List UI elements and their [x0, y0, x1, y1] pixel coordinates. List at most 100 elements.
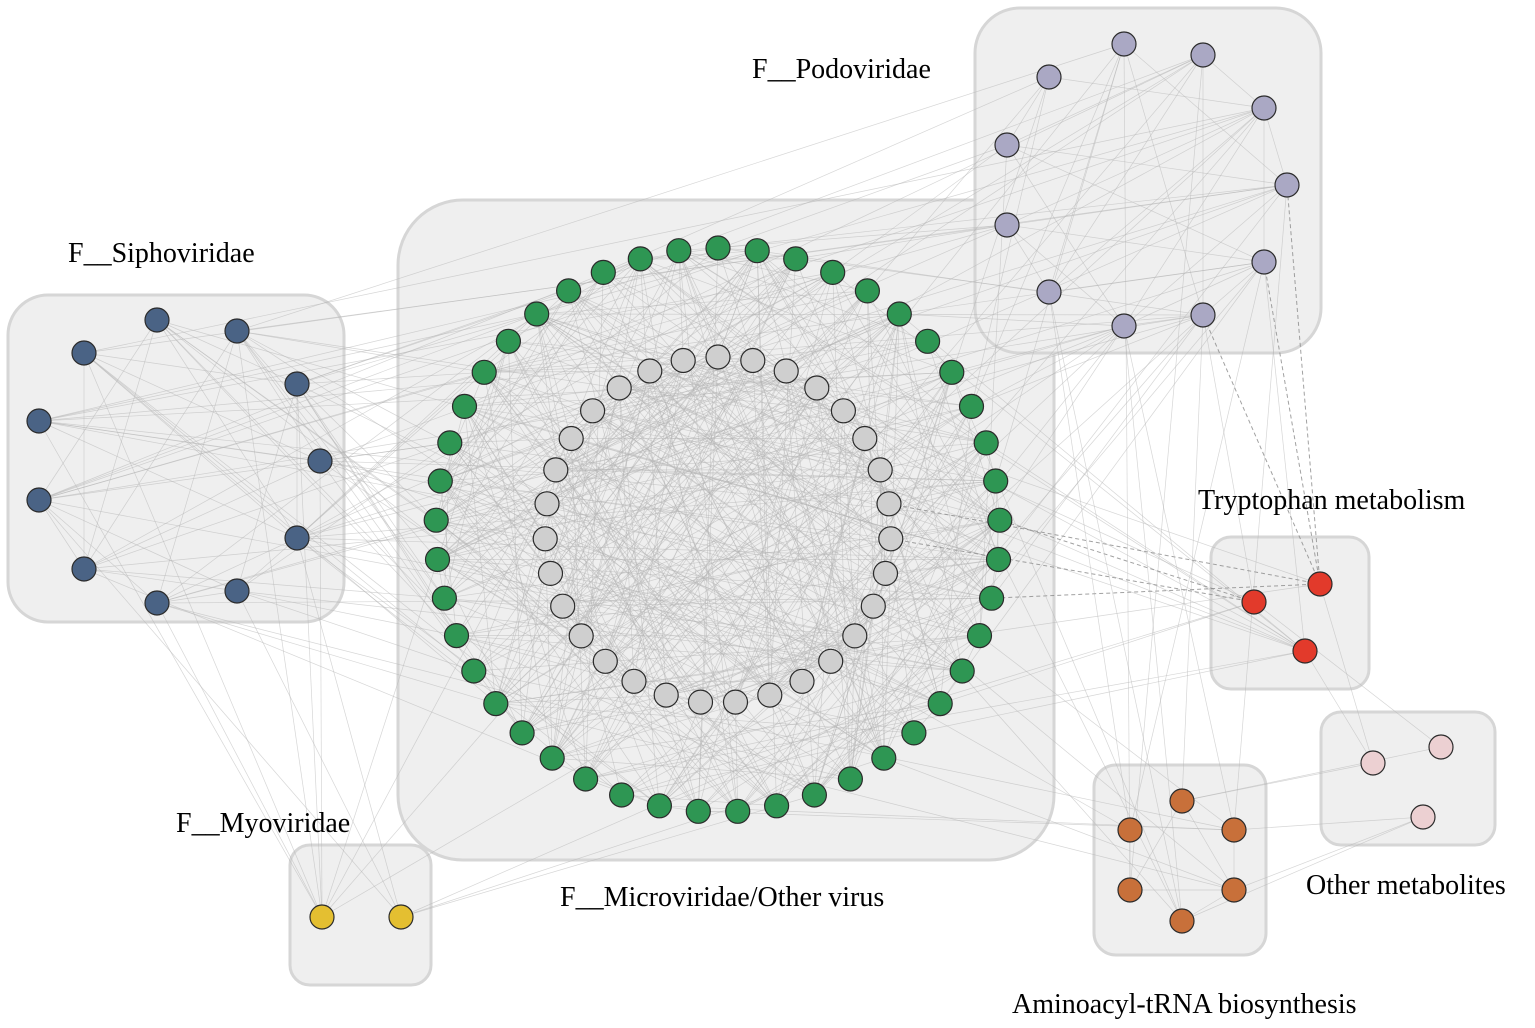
other-virus-node [537, 560, 564, 587]
edge [83, 460, 321, 570]
dashed-edge [1263, 261, 1321, 585]
edge [971, 314, 1204, 407]
edge [1006, 144, 1265, 263]
edge [236, 330, 438, 560]
podoviridae-node [1274, 172, 1300, 198]
other-virus-node [637, 358, 663, 384]
edge [156, 602, 496, 704]
edge [1123, 43, 1288, 186]
edge [785, 370, 886, 574]
edge [678, 250, 987, 444]
other-virus-node [852, 425, 878, 452]
edge [850, 372, 953, 780]
edge [321, 290, 868, 918]
other-virus-node [550, 593, 576, 619]
edge [562, 597, 992, 607]
microviridae-node [801, 782, 828, 808]
edge [473, 605, 563, 672]
edge [1202, 54, 1265, 109]
edge [236, 330, 457, 636]
other-metabolite-node [1360, 750, 1386, 776]
aminoacyl-node [1169, 788, 1195, 814]
dashed-edge [890, 538, 1255, 603]
edge [1202, 314, 1255, 603]
edge [508, 340, 1306, 652]
siphoviridae-node [144, 590, 170, 616]
edge [546, 370, 787, 505]
edge [585, 670, 963, 780]
edge [546, 503, 635, 682]
microviridae-node [901, 720, 927, 746]
edge [296, 537, 622, 796]
microviridae-node [939, 359, 965, 385]
podoviridae-node [994, 212, 1020, 238]
podoviridae-node [1111, 313, 1137, 339]
edge [585, 54, 1204, 780]
microviridae-node [646, 793, 673, 819]
edge [484, 290, 868, 373]
aminoacyl-label: Aminoacyl-tRNA biosynthesis [1012, 989, 1357, 1020]
edge [551, 370, 651, 759]
edge [562, 290, 868, 607]
microviridae-node [590, 259, 616, 285]
edge [83, 568, 445, 599]
edge [752, 360, 856, 637]
edge [1202, 261, 1265, 316]
edge [484, 261, 1265, 373]
podoviridae-node [1251, 249, 1277, 275]
edge [1006, 144, 1288, 186]
microviridae-node [871, 745, 897, 771]
edge [495, 356, 719, 704]
microviridae-node [424, 546, 451, 573]
edge [592, 410, 856, 637]
podoviridae-node [1251, 95, 1277, 121]
microviridae-node [958, 393, 985, 419]
edge [236, 442, 450, 592]
edge [551, 503, 890, 759]
edge [473, 635, 980, 672]
edge [769, 258, 797, 696]
edge [449, 442, 885, 759]
edge [38, 420, 323, 918]
edge [1181, 816, 1424, 922]
edge [550, 573, 941, 704]
edge [536, 313, 886, 574]
edge [156, 319, 457, 636]
other-virus-node [579, 398, 606, 424]
edge [38, 499, 158, 604]
myoviridae-node [388, 904, 414, 930]
edge [156, 537, 298, 604]
podoviridae-node [994, 132, 1020, 158]
edge [83, 352, 475, 672]
edge [1048, 291, 1183, 922]
edge [659, 469, 881, 806]
other-metabolites-label: Other metabolites [1306, 870, 1506, 901]
edge [1233, 816, 1424, 831]
edge [536, 313, 777, 806]
microviridae-node [471, 359, 497, 385]
edge [296, 383, 457, 636]
edge [296, 313, 537, 385]
edge [236, 590, 457, 636]
edge [885, 442, 987, 574]
microviridae-node [495, 328, 521, 354]
edge [814, 76, 1050, 796]
edge [319, 460, 815, 796]
edge [555, 469, 771, 696]
edge [38, 258, 641, 501]
edge [678, 54, 1204, 252]
tryptophan-node [1307, 571, 1333, 597]
edge [698, 519, 1001, 812]
edge [444, 597, 855, 637]
edge [649, 370, 736, 703]
edge [437, 503, 548, 560]
edge [296, 340, 928, 539]
edge [678, 250, 928, 342]
other-metabolites-box [1319, 710, 1497, 847]
other-virus-node [687, 689, 714, 715]
edge [483, 372, 856, 637]
edge [850, 606, 874, 780]
siphoviridae-label: F__Siphoviridae [68, 238, 255, 269]
podoviridae-node [1111, 31, 1137, 57]
edge [38, 250, 758, 422]
